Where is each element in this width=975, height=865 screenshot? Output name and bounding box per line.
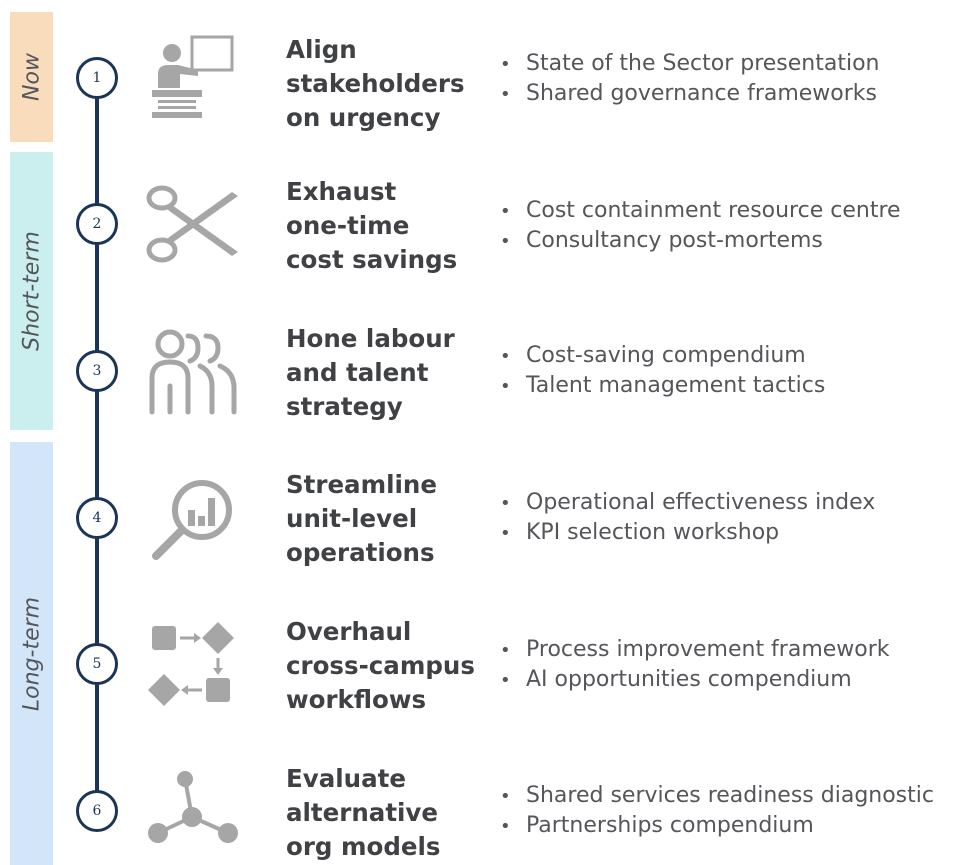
step-title: Overhaul cross-campus workflows	[286, 615, 501, 717]
list-item: • KPI selection workshop	[500, 518, 875, 548]
step-title: Exhaust one-time cost savings	[286, 175, 501, 277]
bullet-dot: •	[500, 201, 511, 222]
step-bullet-list: • Operational effectiveness index • KPI se…	[500, 488, 875, 548]
bullet-dot: •	[500, 786, 511, 807]
step-title-line: cost savings	[286, 245, 458, 274]
bullet-text: Operational effectiveness index	[526, 490, 876, 515]
step-number-circle: 2	[76, 203, 118, 245]
bullet-text: KPI selection workshop	[526, 520, 780, 545]
step-bullet-list: • Process improvement framework • AI oppor…	[500, 635, 890, 695]
step-bullet-list: • Cost-saving compendium • Talent manageme…	[500, 341, 825, 401]
step-number: 4	[92, 510, 102, 526]
bullet-dot: •	[500, 231, 511, 252]
step-title-line: Exhaust	[286, 177, 397, 206]
step-title: Hone labour and talent strategy	[286, 322, 501, 424]
step-title-line: alternative	[286, 798, 439, 827]
step-title-line: strategy	[286, 392, 403, 421]
step-title: Align stakeholders on urgency	[286, 33, 501, 135]
people-group-icon	[140, 326, 245, 418]
bullet-dot: •	[500, 493, 511, 514]
step-title-line: cross-campus	[286, 651, 475, 680]
step-number: 2	[92, 216, 102, 232]
list-item: • Shared services readiness diagnostic	[500, 781, 934, 811]
list-item: • Process improvement framework	[500, 635, 890, 665]
bullet-dot: •	[500, 376, 511, 397]
step-bullet-list: • Shared services readiness diagnostic • P…	[500, 781, 934, 841]
magnifier-chart-icon	[140, 472, 245, 564]
bullet-text: Consultancy post-mortems	[526, 228, 823, 253]
bullet-text: Talent management tactics	[526, 373, 826, 398]
step-title-line: Overhaul	[286, 617, 412, 646]
step-title: Streamline unit-level operations	[286, 468, 501, 570]
step-title-line: stakeholders	[286, 69, 465, 98]
bullet-text: Cost-saving compendium	[526, 343, 806, 368]
list-item: • AI opportunities compendium	[500, 665, 890, 695]
step-title-line: unit-level	[286, 504, 418, 533]
list-item: • Cost containment resource centre	[500, 196, 901, 226]
step-number-circle: 4	[76, 497, 118, 539]
bullet-text: State of the Sector presentation	[526, 51, 880, 76]
step-title-line: workflows	[286, 685, 427, 714]
workflow-icon	[140, 618, 245, 710]
bullet-dot: •	[500, 523, 511, 544]
phase-band-short-term: Short-term	[10, 152, 53, 430]
list-item: • State of the Sector presentation	[500, 49, 880, 79]
step-number: 1	[92, 70, 102, 86]
step-bullet-list: • Cost containment resource centre • Consu…	[500, 196, 901, 256]
step-title-line: on urgency	[286, 103, 441, 132]
timeline-line	[95, 75, 99, 810]
step-title-line: Align	[286, 35, 357, 64]
list-item: • Talent management tactics	[500, 371, 825, 401]
step-number-circle: 1	[76, 57, 118, 99]
step-title-line: one-time	[286, 211, 410, 240]
list-item: • Consultancy post-mortems	[500, 226, 901, 256]
bullet-dot: •	[500, 640, 511, 661]
phase-label-short-term: Short-term	[19, 231, 44, 351]
bullet-text: Cost containment resource centre	[526, 198, 901, 223]
network-icon	[140, 765, 245, 857]
step-number: 5	[92, 656, 102, 672]
step-number: 3	[92, 363, 102, 379]
step-title-line: org models	[286, 832, 441, 861]
step-number-circle: 5	[76, 643, 118, 685]
step-title-line: Streamline	[286, 470, 437, 499]
bullet-text: AI opportunities compendium	[526, 667, 852, 692]
list-item: • Operational effectiveness index	[500, 488, 875, 518]
presentation-icon	[140, 30, 245, 122]
bullet-dot: •	[500, 54, 511, 75]
step-title-line: Evaluate	[286, 764, 406, 793]
step-bullet-list: • State of the Sector presentation • Share…	[500, 49, 880, 109]
bullet-dot: •	[500, 816, 511, 837]
bullet-dot: •	[500, 670, 511, 691]
step-number-circle: 6	[76, 790, 118, 832]
phase-label-long-term: Long-term	[19, 596, 44, 711]
bullet-dot: •	[500, 84, 511, 105]
bullet-text: Process improvement framework	[526, 637, 890, 662]
list-item: • Shared governance frameworks	[500, 79, 880, 109]
bullet-text: Shared services readiness diagnostic	[526, 783, 934, 808]
phase-band-now: Now	[10, 12, 53, 142]
bullet-dot: •	[500, 346, 511, 367]
step-title-line: Hone labour	[286, 324, 455, 353]
step-number-circle: 3	[76, 350, 118, 392]
bullet-text: Partnerships compendium	[526, 813, 814, 838]
step-number: 6	[92, 803, 102, 819]
list-item: • Cost-saving compendium	[500, 341, 825, 371]
scissors-icon	[140, 178, 245, 270]
step-title-line: and talent	[286, 358, 429, 387]
phase-label-now: Now	[19, 53, 44, 101]
step-title: Evaluate alternative org models	[286, 762, 501, 864]
step-title-line: operations	[286, 538, 435, 567]
list-item: • Partnerships compendium	[500, 811, 934, 841]
phase-band-long-term: Long-term	[10, 442, 53, 865]
bullet-text: Shared governance frameworks	[526, 81, 878, 106]
